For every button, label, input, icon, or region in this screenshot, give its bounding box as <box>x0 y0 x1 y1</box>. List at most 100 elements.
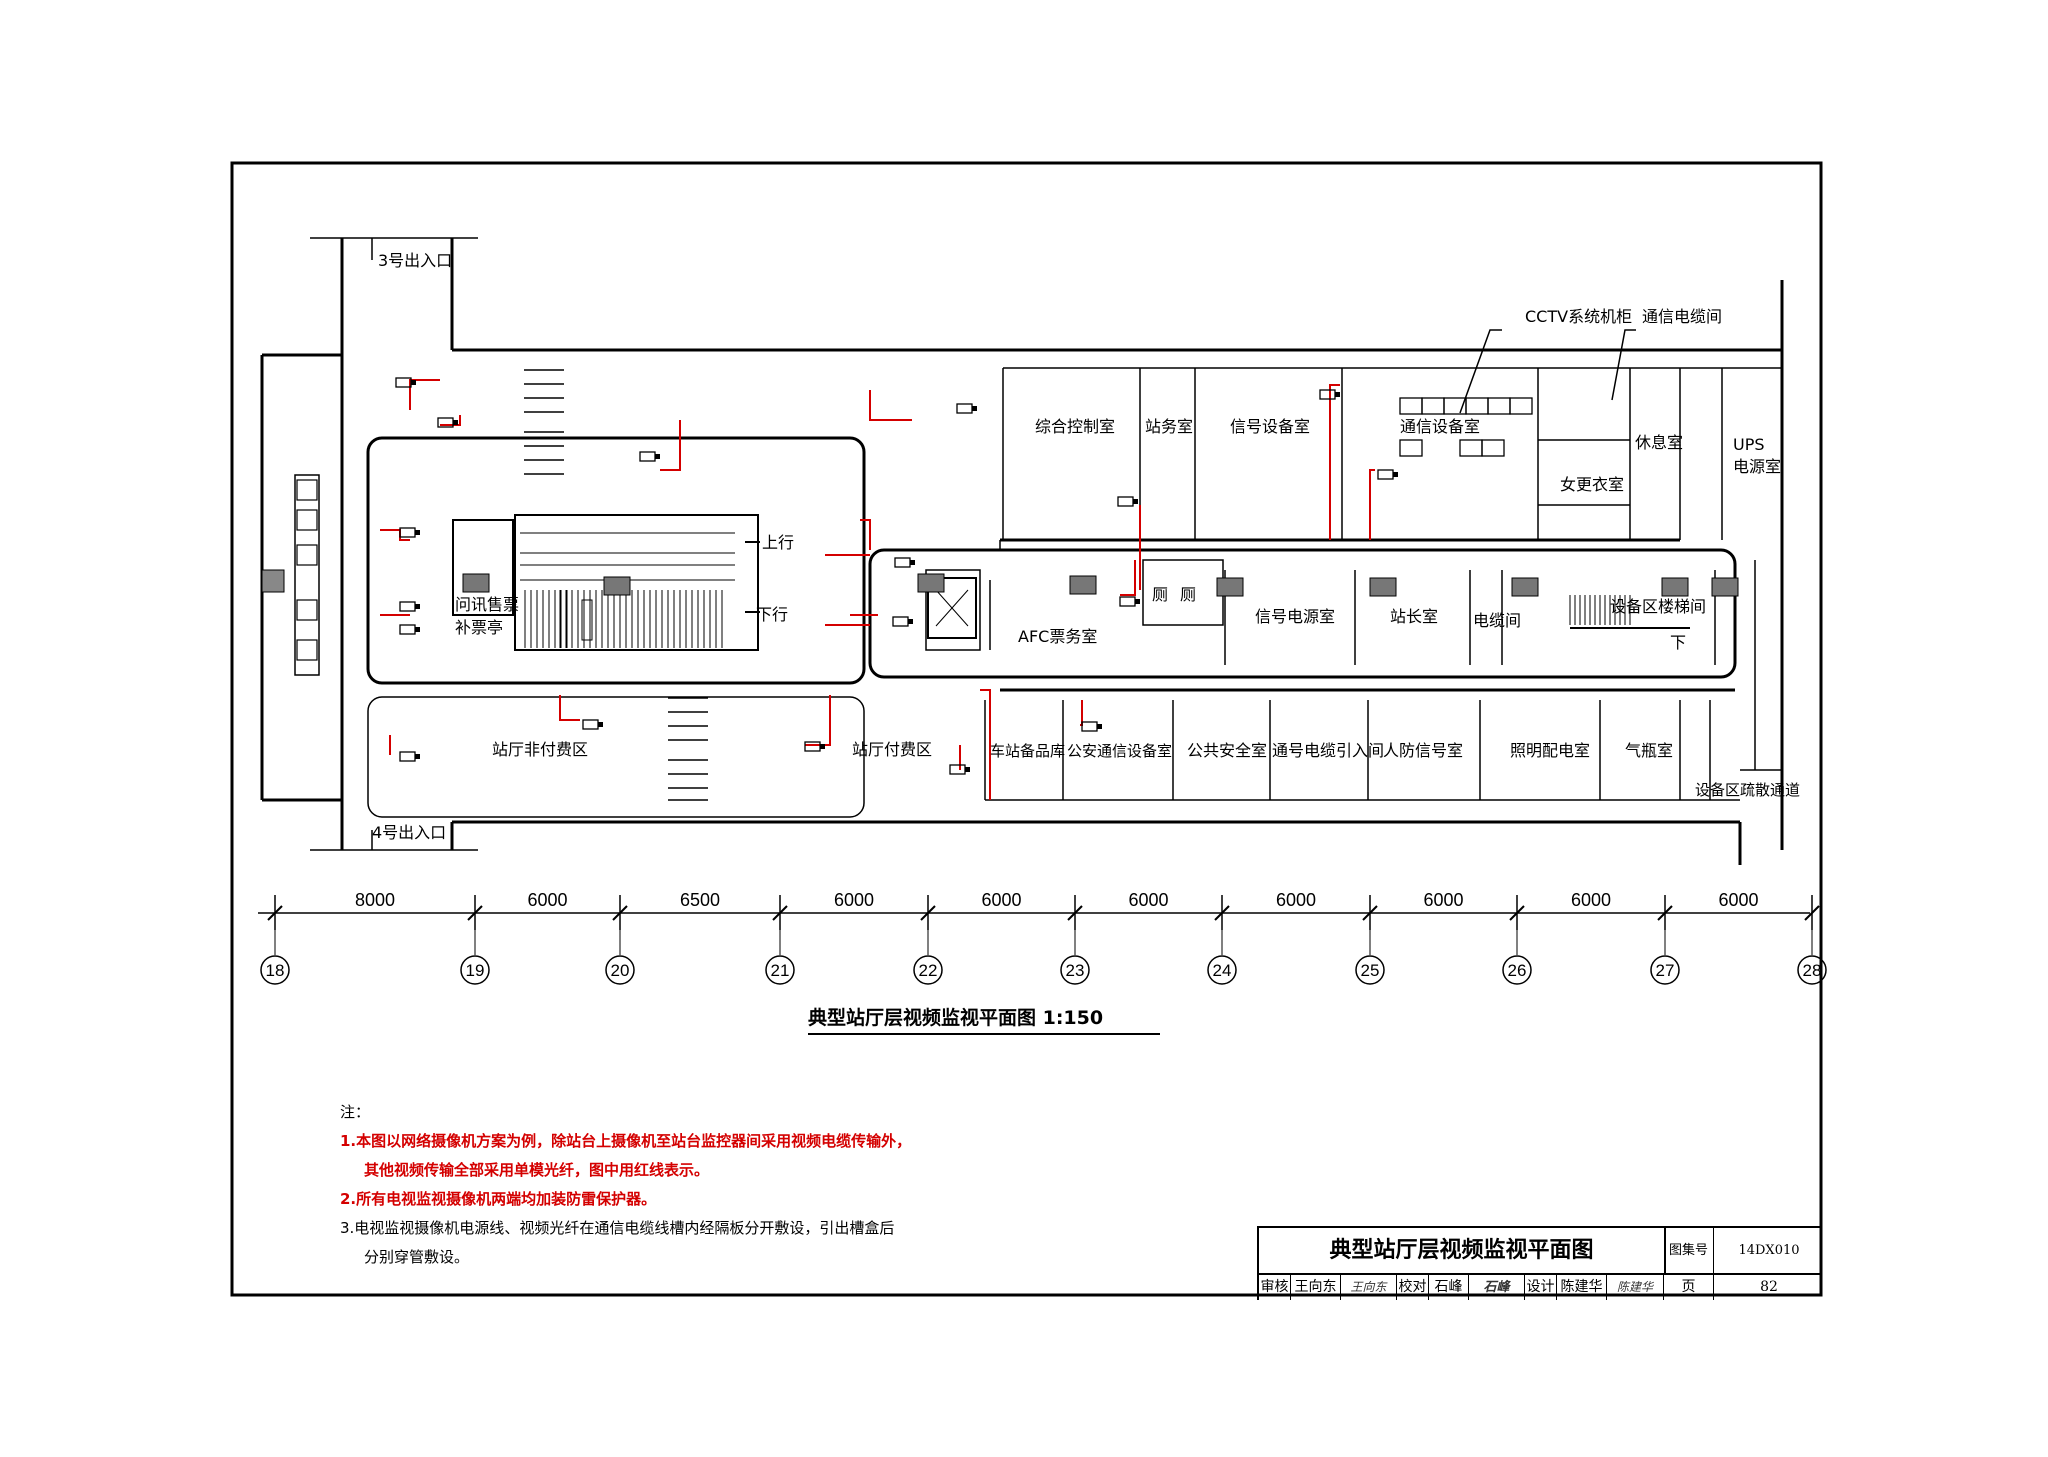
label-down: 下行 <box>756 605 788 624</box>
axis-bubble <box>460 955 490 985</box>
room-elec: 电缆间 <box>1473 611 1521 630</box>
axis-bubble <box>1797 955 1827 985</box>
camera-icon <box>639 451 660 462</box>
axis-number: 28 <box>1803 961 1822 980</box>
checker-signature: 石峰 <box>1469 1275 1525 1300</box>
station-walls <box>366 280 1784 865</box>
entrance-3-label: 3号出入口 <box>378 251 452 270</box>
equipment-stair <box>1569 595 1690 629</box>
checker-name: 石峰 <box>1429 1275 1469 1300</box>
designer-signature: 陈建华 <box>1607 1275 1664 1300</box>
label-stair-down: 下 <box>1670 633 1686 652</box>
title-block-title: 典型站厅层视频监视平面图 <box>1259 1228 1666 1273</box>
camera-icon <box>892 616 913 627</box>
camera-icon <box>894 557 915 568</box>
axis-number: 18 <box>266 961 285 980</box>
notes-header: 注： <box>340 1103 371 1121</box>
axis-bubble <box>765 955 795 985</box>
dimension-value: 6000 <box>1423 890 1463 910</box>
camera-icon <box>1119 596 1140 607</box>
room-toilet-2: 厕 <box>1180 585 1196 604</box>
note-3-cont: 分别穿管敷设。 <box>364 1248 470 1266</box>
axis-number: 27 <box>1656 961 1675 980</box>
check-label: 校对 <box>1397 1275 1429 1300</box>
page-label: 页 <box>1664 1275 1714 1300</box>
dimension-value: 6000 <box>981 890 1021 910</box>
title-block: 典型站厅层视频监视平面图 图集号 14DX010 审核 王向东 王向东 校对 石… <box>1257 1226 1822 1300</box>
room-station-office: 站务室 <box>1145 417 1193 436</box>
note-2: 2.所有电视监视摄像机两端均加装防雷保护器。 <box>340 1190 657 1208</box>
label-cctv-cabinet: CCTV系统机柜 <box>1525 307 1632 326</box>
dimension-value: 8000 <box>355 890 395 910</box>
dimension-value: 6000 <box>1128 890 1168 910</box>
room-toilet-1: 厕 <box>1152 585 1168 604</box>
axis-number: 23 <box>1066 961 1085 980</box>
axis-number: 25 <box>1361 961 1380 980</box>
camera-icon <box>1081 721 1102 732</box>
axis-bubble <box>1650 955 1680 985</box>
leader-lines <box>1459 329 1636 414</box>
design-label: 设计 <box>1525 1275 1557 1300</box>
equipment-blocks <box>462 573 1739 597</box>
note-1-cont: 其他视频传输全部采用单模光纤，图中用红线表示。 <box>364 1161 710 1179</box>
drawing-frame <box>230 161 1823 1297</box>
room-lighting: 照明配电室 <box>1510 741 1590 760</box>
room-public-security: 公共安全室 <box>1187 741 1267 760</box>
room-comm-equipment: 通信设备室 <box>1400 417 1480 436</box>
axis-number: 22 <box>919 961 938 980</box>
room-gas-cylinder: 气瓶室 <box>1625 741 1673 760</box>
axis-bubble <box>1502 955 1532 985</box>
axis-bubble <box>260 955 290 985</box>
camera-icon <box>399 527 420 538</box>
room-labels: 3号出入口 4号出入口 综合控制室 站务室 信号设备室 通信设备室 CCTV系统… <box>372 251 1800 842</box>
room-signal-cable-entry: 通号电缆引入间 <box>1272 741 1384 760</box>
notes: 注： 1.本图以网络摄像机方案为例，除站台上摄像机至站台监控器间采用视频电缆传输… <box>340 1098 940 1272</box>
dimension-value: 6000 <box>1276 890 1316 910</box>
axis-number: 26 <box>1508 961 1527 980</box>
room-signal-equipment: 信号设备室 <box>1230 417 1310 436</box>
note-3: 3.电视监视摄像机电源线、视频光纤在通信电缆线槽内经隔板分开敷设，引出槽盒后 <box>340 1219 895 1237</box>
reviewer-signature: 王向东 <box>1341 1275 1397 1300</box>
camera-icon <box>437 417 458 428</box>
dimension-value: 6000 <box>834 890 874 910</box>
dimension-value: 6000 <box>1718 890 1758 910</box>
dimension-value: 6000 <box>527 890 567 910</box>
label-up: 上行 <box>762 533 794 552</box>
camera-icon <box>1319 389 1340 400</box>
designer-name: 陈建华 <box>1557 1275 1607 1300</box>
axis-bubble <box>1355 955 1385 985</box>
axis-bubble <box>913 955 943 985</box>
axis-bubble <box>605 955 635 985</box>
camera-icon <box>804 741 825 752</box>
axis-number: 19 <box>466 961 485 980</box>
entrance-4-label: 4号出入口 <box>372 823 446 842</box>
dimension-value: 6500 <box>680 890 720 910</box>
room-warehouse: 车站备品库 <box>990 742 1065 760</box>
room-equip-stair: 设备区楼梯间 <box>1610 597 1706 616</box>
label-comm-cable-room: 通信电缆间 <box>1642 307 1722 326</box>
axis-number: 21 <box>771 961 790 980</box>
note-1: 1.本图以网络摄像机方案为例，除站台上摄像机至站台监控器间采用视频电缆传输外， <box>340 1132 912 1150</box>
room-ups-2: 电源室 <box>1733 457 1781 476</box>
camera-icon <box>395 377 416 388</box>
room-control: 综合控制室 <box>1035 417 1115 436</box>
title-block-row2: 审核 王向东 王向东 校对 石峰 石峰 设计 陈建华 陈建华 页 82 <box>1259 1275 1822 1300</box>
camera-icon <box>399 601 420 612</box>
ticket-booth-2: 补票亭 <box>455 618 503 637</box>
atlas-number: 14DX010 <box>1738 1243 1800 1258</box>
escalators <box>452 514 760 651</box>
room-station-master: 站长室 <box>1390 607 1438 626</box>
room-signal-power: 信号电源室 <box>1255 607 1335 626</box>
ticket-booth-1: 问讯售票 <box>455 595 519 614</box>
area-paid: 站厅付费区 <box>852 740 932 759</box>
comm-racks <box>1399 397 1533 457</box>
room-police-comm: 公安通信设备室 <box>1067 742 1172 760</box>
label-evacuation: 设备区疏散通道 <box>1695 781 1800 799</box>
cameras <box>395 377 1398 775</box>
page-number: 82 <box>1760 1279 1778 1295</box>
plan-title: 典型站厅层视频监视平面图 1:150 <box>808 1006 1103 1029</box>
elevator <box>927 577 977 639</box>
room-female-locker: 女更衣室 <box>1560 475 1624 494</box>
